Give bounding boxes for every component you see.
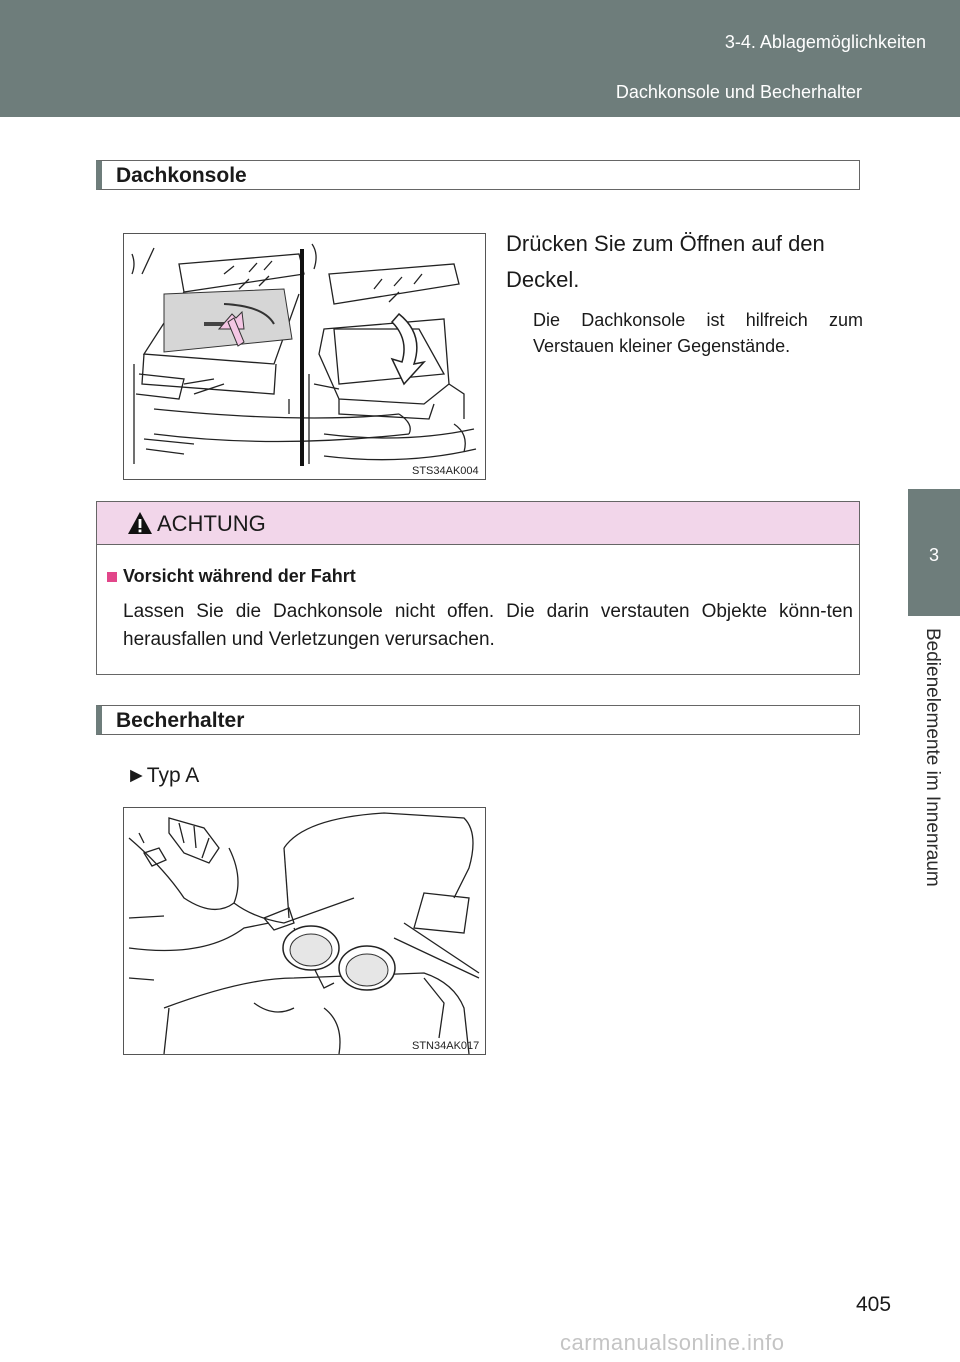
type-label: ►Typ A: [126, 764, 200, 787]
figure-code-1: STS34AK004: [412, 465, 479, 477]
overhead-console-illustration: [123, 233, 486, 480]
page-header: 3-4. Ablagemöglichkeiten Dachkonsole und…: [0, 0, 960, 117]
warning-item-title: Vorsicht während der Fahrt: [123, 566, 356, 586]
warning-box: ACHTUNG Vorsicht während der Fahrt Lasse…: [96, 501, 860, 675]
section-heading-dachkonsole: Dachkonsole: [96, 160, 860, 190]
bullet-square-icon: [107, 572, 117, 582]
overhead-console-drawing: [131, 243, 477, 466]
section-title: Dachkonsole und Becherhalter: [615, 82, 862, 102]
warning-triangle-icon: [128, 512, 152, 534]
warning-item-text: Lassen Sie die Dachkonsole nicht offen. …: [123, 601, 853, 650]
instruction-text: Drücken Sie zum Öffnen auf den Deckel.: [506, 231, 825, 292]
section-heading-text: Dachkonsole: [116, 164, 247, 187]
warning-header: ACHTUNG: [97, 502, 859, 545]
instruction-note: Die Dachkonsole ist hilfreich zum Versta…: [533, 310, 863, 356]
warning-title: ACHTUNG: [157, 511, 266, 536]
section-heading-text: Becherhalter: [116, 709, 245, 732]
figure-code-2: STN34AK017: [412, 1040, 480, 1052]
cup-holder-illustration: [123, 807, 486, 1055]
page-number: 405: [856, 1293, 892, 1316]
chapter-side-label: Bedienelemente im Innenraum: [913, 628, 953, 918]
chapter-side-label-text: Bedienelemente im Innenraum: [922, 628, 943, 887]
watermark-text: carmanualsonline.info: [560, 1330, 785, 1355]
cup-holder-drawing: [128, 812, 480, 1054]
chapter-tab-number: 3: [928, 545, 939, 565]
section-heading-becherhalter: Becherhalter: [96, 705, 860, 735]
warning-item-heading: Vorsicht während der Fahrt: [107, 566, 356, 587]
chapter-title: 3-4. Ablagemöglichkeiten: [724, 32, 926, 52]
chapter-tab: 3: [908, 489, 960, 616]
